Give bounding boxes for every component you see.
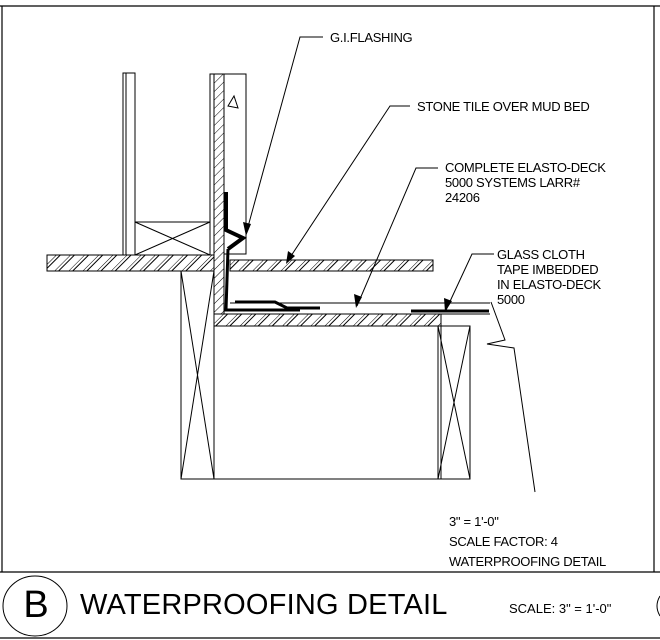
deck-slab bbox=[213, 313, 442, 327]
leader-lines bbox=[245, 36, 494, 311]
callout-line: TAPE IMBEDDED bbox=[497, 262, 599, 277]
note-scale-factor: SCALE FACTOR: 4 bbox=[449, 534, 558, 549]
arrowhead-stone-tile bbox=[286, 251, 295, 264]
callout-line: G.I.FLASHING bbox=[330, 30, 413, 45]
break-line bbox=[486, 301, 536, 493]
callout-line: GLASS CLOTH bbox=[497, 247, 585, 262]
callout-line: IN ELASTO-DECK bbox=[497, 277, 601, 292]
callout-gi-flashing: G.I.FLASHING bbox=[330, 30, 413, 45]
left-stud-wall bbox=[122, 72, 136, 256]
callout-glass-cloth: GLASS CLOTH TAPE IMBEDDED IN ELASTO-DECK… bbox=[497, 247, 601, 307]
callout-elasto-deck: COMPLETE ELASTO-DECK 5000 SYSTEMS LARR# … bbox=[445, 160, 606, 205]
wall-blocking bbox=[134, 221, 211, 256]
callout-stone-tile: STONE TILE OVER MUD BED bbox=[417, 99, 590, 114]
callout-line: COMPLETE ELASTO-DECK bbox=[445, 160, 606, 175]
callout-line: 5000 bbox=[497, 292, 525, 307]
detail-title: WATERPROOFING DETAIL bbox=[80, 589, 448, 621]
leader-glass-cloth bbox=[445, 253, 494, 311]
leader-gi-flashing bbox=[245, 36, 323, 235]
arrowhead-glass-cloth bbox=[444, 298, 452, 312]
callout-line: 5000 SYSTEMS LARR# bbox=[445, 175, 580, 190]
detail-scale-label: SCALE: 3" = 1'-0" bbox=[509, 601, 612, 616]
callout-line: 24206 bbox=[445, 190, 480, 205]
next-badge-arc bbox=[656, 595, 660, 617]
detail-badge-letter: B bbox=[23, 584, 49, 626]
detail-badge-circle bbox=[2, 575, 68, 637]
leader-arrowheads bbox=[243, 222, 452, 312]
note-detail-name: WATERPROOFING DETAIL bbox=[449, 554, 606, 569]
drawing-notes: 3" = 1'-0" SCALE FACTOR: 4 WATERPROOFING… bbox=[449, 512, 606, 572]
stone-tile-layer bbox=[229, 259, 434, 272]
arrowhead-gi-flashing bbox=[243, 222, 251, 236]
arrowhead-elasto-deck bbox=[354, 294, 362, 308]
sheet-border bbox=[0, 5, 660, 639]
note-scale: 3" = 1'-0" bbox=[449, 514, 499, 529]
upper-floor-slab bbox=[46, 254, 215, 272]
callout-line: STONE TILE OVER MUD BED bbox=[417, 99, 590, 114]
lower-framing bbox=[180, 270, 471, 480]
leader-stone-tile bbox=[286, 105, 410, 263]
leader-elasto-deck bbox=[356, 167, 438, 307]
gi-flashing-line bbox=[224, 192, 320, 312]
